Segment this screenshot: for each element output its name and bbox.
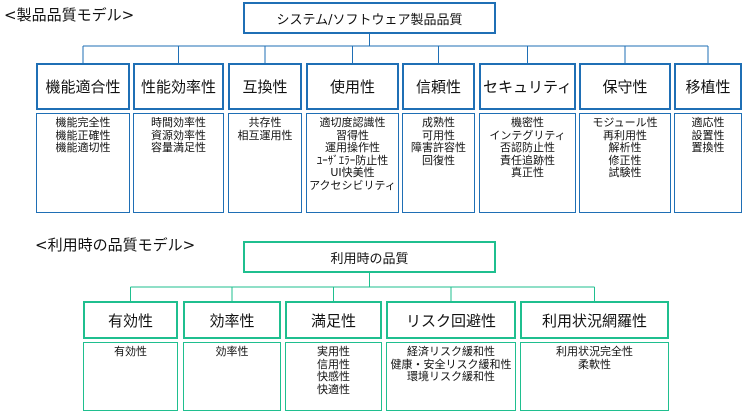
subcharacteristic-item: 機能完全性 xyxy=(55,116,111,129)
use-subcharacteristics-1: 効率性 xyxy=(183,342,281,411)
product-category-6: 保守性 xyxy=(579,63,671,110)
subcharacteristic-item: 環境リスク緩和性 xyxy=(407,370,495,383)
subcharacteristic-item: 資源効率性 xyxy=(151,128,206,142)
subcharacteristic-item: アクセシビリティ xyxy=(309,178,396,192)
product-category-4: 信頼性 xyxy=(402,63,475,110)
product-subcharacteristics-2: 共存性相互運用性 xyxy=(228,113,302,213)
product-category-5: セキュリティ xyxy=(479,63,576,110)
product-subcharacteristics-5: 機密性インテグリティ否認防止性責任追跡性真正性 xyxy=(479,113,576,213)
product-category-2: 互換性 xyxy=(228,63,302,110)
subcharacteristic-item: 真正性 xyxy=(511,166,544,179)
subcharacteristic-item: 適応性 xyxy=(691,116,725,129)
product-category-0: 機能適合性 xyxy=(36,63,130,110)
product-subcharacteristics-4: 成熟性可用性障害許容性回復性 xyxy=(402,113,475,213)
product-subcharacteristics-7: 適応性設置性置換性 xyxy=(674,113,742,213)
subcharacteristic-item: 実用性 xyxy=(317,345,350,358)
subcharacteristic-item: 共存性 xyxy=(248,116,282,129)
subcharacteristic-item: 快適性 xyxy=(317,382,350,396)
use-subcharacteristics-0: 有効性 xyxy=(83,342,178,411)
product-subcharacteristics-0: 機能完全性機能正確性機能適切性 xyxy=(36,113,130,213)
use-category-0: 有効性 xyxy=(83,301,178,339)
subcharacteristic-item: 柔軟性 xyxy=(578,357,611,371)
product-quality-model-label: <製品品質モデル> xyxy=(4,6,135,24)
use-category-3: リスク回避性 xyxy=(386,301,516,339)
subcharacteristic-item: 有効性 xyxy=(114,345,147,358)
subcharacteristic-item: 解析性 xyxy=(608,141,642,154)
subcharacteristic-item: 習得性 xyxy=(336,128,369,142)
subcharacteristic-item: 設置性 xyxy=(691,128,725,142)
subcharacteristic-item: 適切度認識性 xyxy=(319,116,386,129)
use-category-4: 利用状況網羅性 xyxy=(520,301,669,339)
subcharacteristic-item: 利用状況完全性 xyxy=(556,345,633,358)
subcharacteristic-item: UI快美性 xyxy=(330,166,375,179)
product-quality-root: システム/ソフトウェア製品品質 xyxy=(243,2,496,34)
product-category-3: 使用性 xyxy=(306,63,399,110)
quality-in-use-root: 利用時の品質 xyxy=(243,241,496,273)
subcharacteristic-item: 効率性 xyxy=(215,345,249,358)
product-subcharacteristics-1: 時間効率性資源効率性容量満足性 xyxy=(133,113,224,213)
subcharacteristic-item: 時間効率性 xyxy=(151,116,206,129)
subcharacteristic-item: 相互運用性 xyxy=(237,128,293,142)
subcharacteristic-item: 経済リスク緩和性 xyxy=(407,345,495,358)
subcharacteristic-item: 機密性 xyxy=(511,116,544,129)
subcharacteristic-item: 回復性 xyxy=(422,153,455,167)
subcharacteristic-item: 責任追跡性 xyxy=(500,153,555,167)
subcharacteristic-item: モジュール性 xyxy=(592,116,658,129)
use-category-1: 効率性 xyxy=(183,301,281,339)
use-subcharacteristics-4: 利用状況完全性柔軟性 xyxy=(520,342,669,411)
subcharacteristic-item: 置換性 xyxy=(691,141,725,154)
product-category-7: 移植性 xyxy=(674,63,742,110)
subcharacteristic-item: 運用操作性 xyxy=(325,141,380,154)
subcharacteristic-item: 容量満足性 xyxy=(151,141,206,154)
subcharacteristic-item: ﾕｰｻﾞｴﾗｰ防止性 xyxy=(316,153,389,167)
subcharacteristic-item: 試験性 xyxy=(608,166,642,179)
subcharacteristic-item: 成熟性 xyxy=(422,116,455,129)
use-category-2: 満足性 xyxy=(285,301,382,339)
product-subcharacteristics-6: モジュール性再利用性解析性修正性試験性 xyxy=(579,113,671,213)
subcharacteristic-item: 機能正確性 xyxy=(55,128,111,142)
subcharacteristic-item: 修正性 xyxy=(608,153,642,167)
subcharacteristic-item: 信用性 xyxy=(317,357,350,371)
subcharacteristic-item: 健康・安全リスク緩和性 xyxy=(390,357,512,371)
product-category-1: 性能効率性 xyxy=(133,63,224,110)
subcharacteristic-item: 機能適切性 xyxy=(55,141,111,154)
subcharacteristic-item: インテグリティ xyxy=(489,128,566,142)
use-subcharacteristics-2: 実用性信用性快感性快適性 xyxy=(285,342,382,411)
subcharacteristic-item: 快感性 xyxy=(317,370,350,383)
subcharacteristic-item: 再利用性 xyxy=(603,128,647,142)
subcharacteristic-item: 障害許容性 xyxy=(411,141,466,154)
subcharacteristic-item: 可用性 xyxy=(422,128,455,142)
subcharacteristic-item: 否認防止性 xyxy=(500,141,555,154)
use-subcharacteristics-3: 経済リスク緩和性健康・安全リスク緩和性環境リスク緩和性 xyxy=(386,342,516,411)
quality-in-use-model-label: <利用時の品質モデル> xyxy=(35,236,196,254)
